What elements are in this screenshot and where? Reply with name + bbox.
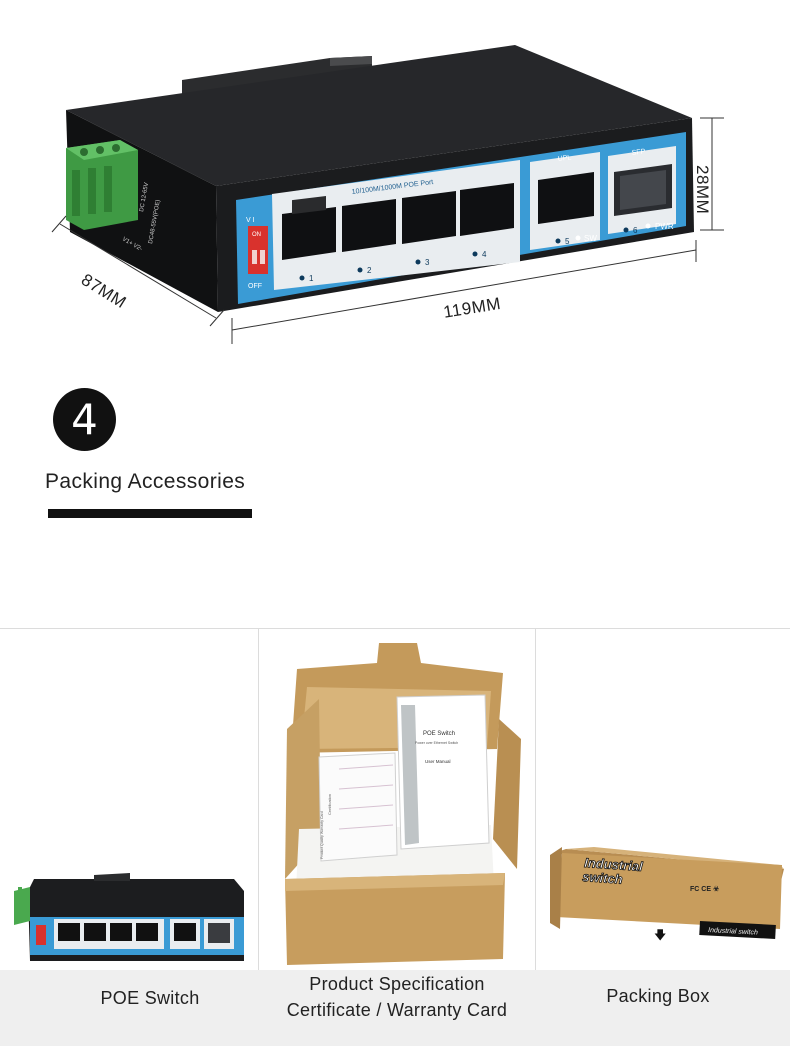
- step-number-badge: 4: [53, 388, 116, 451]
- box-cert-marks: FC CE ☣: [690, 885, 720, 893]
- rj45-port-1: [282, 195, 336, 260]
- box-brand-line1: Industrial: [584, 855, 644, 874]
- width-dimension-line: [231, 240, 697, 344]
- rj45-port-3: [402, 191, 456, 244]
- section-title-underline: [48, 509, 252, 518]
- arrow-down-icon: 🡇: [654, 928, 666, 942]
- caption-spec-line2: Certificate / Warranty Card: [286, 1000, 508, 1020]
- sw-led-label: SW: [584, 234, 597, 243]
- port-number-6: 6: [633, 226, 638, 235]
- section-title: Packing Accessories: [45, 470, 246, 493]
- dip-switch-top-label: V I: [246, 217, 255, 224]
- dip-on-label: ON: [252, 232, 261, 238]
- caption-spec-line1: Product Specification: [309, 974, 485, 994]
- warranty-card: Certification Product Quality Warranty C…: [318, 752, 398, 862]
- open-packing-box-photo: POE Switch Power over Ethernet Switch Us…: [285, 643, 521, 965]
- pwr-led-label: PWR: [655, 222, 674, 231]
- card-title: Certification: [327, 794, 332, 815]
- rj45-port-4: [460, 183, 514, 236]
- height-dimension-label: 28MM: [693, 165, 712, 215]
- caption-poe-switch: POE Switch: [100, 988, 200, 1008]
- captions-bar: [0, 970, 790, 1046]
- poe-switch-photo: [14, 873, 244, 961]
- power-terminal-block: [66, 140, 138, 230]
- panel-divider-2: [535, 628, 536, 970]
- box-label-tag: [699, 921, 776, 939]
- card-side-text: Product Quality Warranty Card: [320, 811, 324, 859]
- height-dimension-line: [700, 117, 724, 231]
- dip-off-label: OFF: [248, 283, 262, 290]
- port-number-3: 3: [425, 258, 430, 267]
- upl-label: UPL: [557, 154, 571, 163]
- terminal-voltage-label: DC 12-65V: [139, 182, 150, 212]
- panel-divider-1: [258, 628, 259, 970]
- caption-packing-box: Packing Box: [606, 986, 710, 1006]
- rj45-port-2: [342, 199, 396, 252]
- port-number-2: 2: [367, 266, 372, 275]
- sfp-port-6: [614, 164, 672, 216]
- accessories-panel-row: [0, 628, 790, 971]
- sfp-label: SFP: [631, 148, 646, 157]
- user-manual: POE Switch Power over Ethernet Switch Us…: [396, 694, 490, 850]
- box-label-text: Industrial switch: [708, 927, 758, 937]
- port-number-4: 4: [482, 250, 487, 259]
- din-rail-clip: [182, 56, 372, 96]
- manual-title: POE Switch: [423, 731, 455, 737]
- port-number-1: 1: [309, 274, 314, 283]
- closed-packing-box-photo: Industrial switch FC CE ☣ Industrial swi…: [550, 847, 784, 942]
- device-top-face: [66, 45, 692, 186]
- port-number-5: 5: [565, 237, 570, 246]
- box-brand-line2: switch: [582, 869, 623, 887]
- manual-heading: User Manual: [425, 759, 451, 764]
- poe-switch-dimension-drawing: 10/100M/1000M POE Port UPL SFP 1 2 3 4 5…: [51, 45, 724, 344]
- depth-dimension-line: [51, 215, 225, 327]
- manual-subtitle: Power over Ethernet Switch: [415, 741, 458, 745]
- rj45-port-5-upl: [538, 172, 594, 224]
